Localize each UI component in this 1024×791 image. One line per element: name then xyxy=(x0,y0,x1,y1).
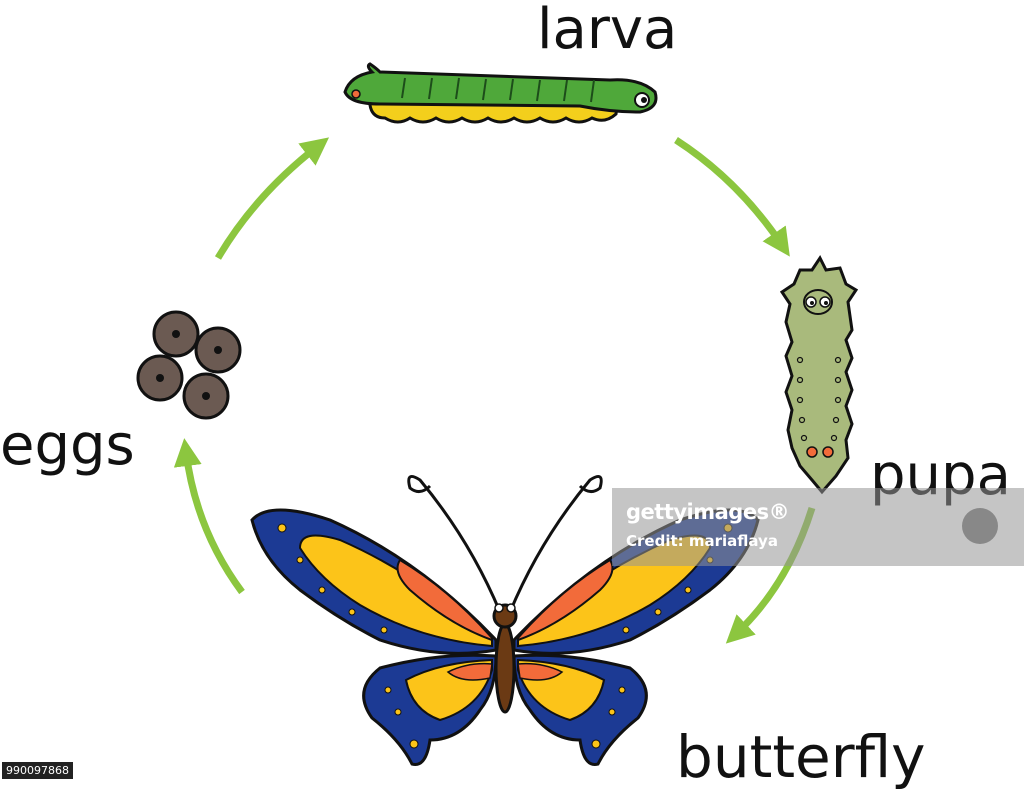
eggs-illustration xyxy=(136,310,242,420)
egg xyxy=(194,326,242,374)
stage-label-larva: larva xyxy=(537,0,678,62)
watermark-banner: gettyimages® Credit: mariaflaya xyxy=(612,488,1024,566)
watermark-credit: Credit: mariaflaya xyxy=(626,532,778,550)
egg xyxy=(152,310,200,358)
arrow-eggs-to-larva xyxy=(214,137,330,260)
butterfly-eye xyxy=(494,603,504,613)
pupa-illustration xyxy=(779,255,859,495)
larva-illustration xyxy=(343,62,658,124)
arrow-larva-to-pupa xyxy=(674,137,790,257)
egg xyxy=(136,354,184,402)
image-id-badge: 990097868 xyxy=(2,762,73,779)
stage-label-butterfly: butterfly xyxy=(676,723,926,791)
watermark-dot xyxy=(962,508,998,544)
larva-body xyxy=(343,62,658,114)
egg xyxy=(182,372,230,420)
arrow-butterfly-to-eggs xyxy=(173,438,245,595)
watermark-logo: gettyimages® xyxy=(626,500,790,524)
butterfly-body xyxy=(494,622,516,714)
stage-label-eggs: eggs xyxy=(0,413,135,478)
